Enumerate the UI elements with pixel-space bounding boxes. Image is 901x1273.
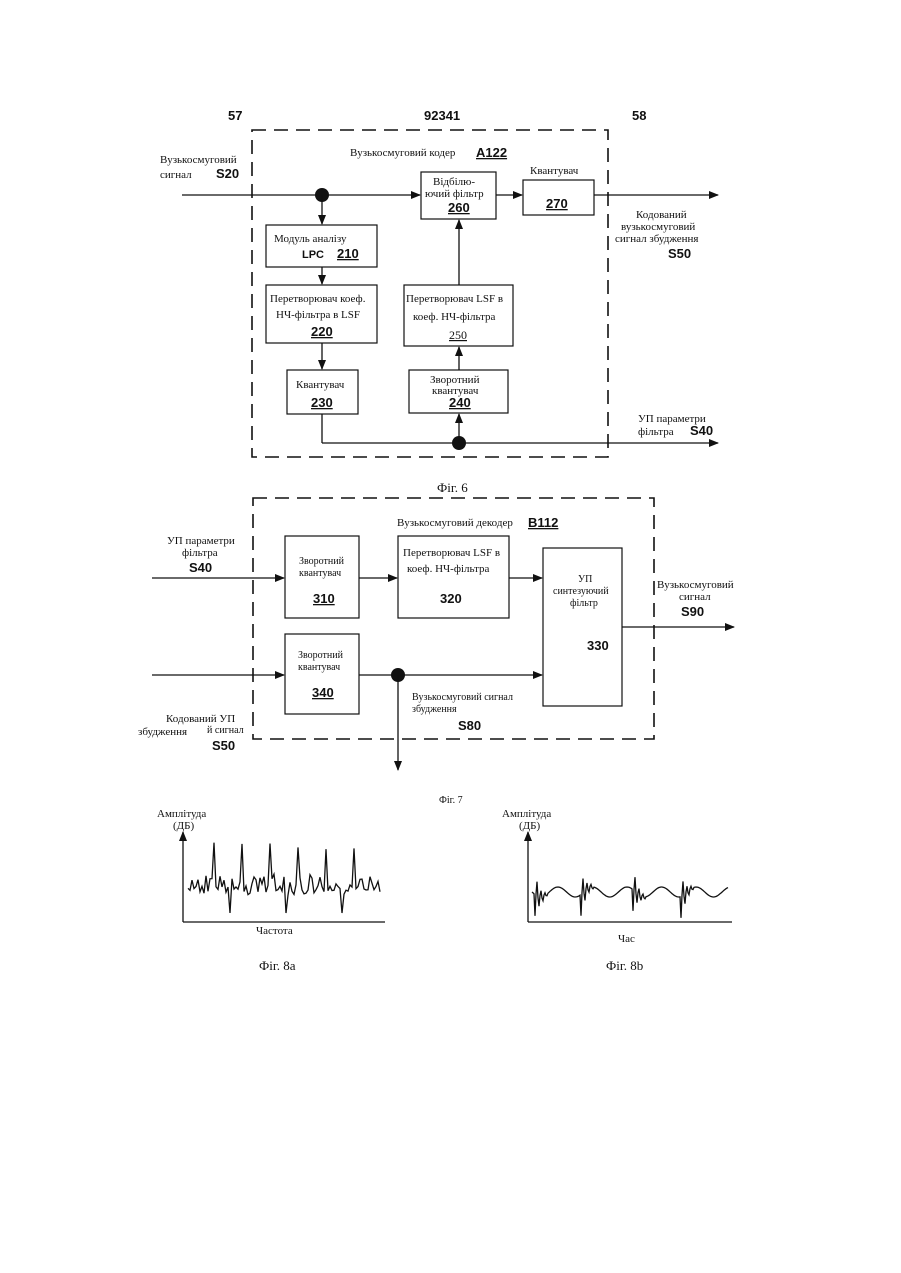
block-340-line2: квантувач	[298, 662, 340, 673]
block-220-line2: НЧ-фільтра в LSF	[276, 309, 360, 321]
decoder-exc-in-2: збудження	[138, 726, 187, 738]
fig8b-time-trace	[532, 877, 728, 918]
block-210-num: 210	[337, 246, 359, 261]
figure-8b-caption: Фіг. 8b	[606, 958, 643, 973]
decoder-title: Вузькосмуговий декодер	[397, 517, 513, 529]
decoder-params-in-2: фільтра	[182, 547, 218, 559]
fig8b-ylabel-1: Амплітуда	[502, 808, 551, 820]
block-320-line2: коеф. НЧ-фільтра	[407, 563, 490, 575]
page-number-right: 58	[632, 108, 646, 123]
excitation-out-label-2: вузькосмуговий	[621, 221, 695, 233]
block-inverse-quantizer-340	[285, 634, 359, 714]
block-220-line1: Перетворювач коеф.	[270, 293, 366, 305]
fig8b-ylabel-2: (ДБ)	[519, 820, 540, 832]
encoder-title: Вузькосмуговий кодер	[350, 147, 456, 159]
block-260-line2: ючий фільтр	[425, 188, 484, 200]
block-320-line1: Перетворювач LSF в	[403, 547, 500, 559]
fig8a-xlabel: Частота	[256, 925, 293, 937]
block-230-label: Квантувач	[296, 379, 345, 391]
block-250-line2: коеф. НЧ-фільтра	[413, 311, 496, 323]
decoder-params-in-code: S40	[189, 560, 212, 575]
fig8a-spectrum-trace	[188, 843, 380, 913]
decoder-params-in-1: УП параметри	[167, 535, 235, 547]
decoder-code: B112	[528, 515, 558, 530]
figure-6-encoder: Вузькосмуговий кодер A122 Вузькосмуговий…	[160, 130, 718, 495]
excitation-out-code: S50	[668, 246, 691, 261]
block-230-num: 230	[311, 395, 333, 410]
params-out-label-2: фільтра	[638, 426, 674, 438]
block-320-num: 320	[440, 591, 462, 606]
decoder-out-code: S90	[681, 604, 704, 619]
tap-label-1: Вузькосмуговий сигнал	[412, 692, 513, 703]
block-270-label: Квантувач	[530, 165, 579, 177]
block-250-line1: Перетворювач LSF в	[406, 293, 503, 305]
block-210-line1: Модуль аналізу	[274, 233, 347, 245]
block-310-line2: квантувач	[299, 568, 341, 579]
block-310-line1: Зворотний	[299, 556, 345, 567]
figure-7-decoder: Вузькосмуговий декодер B112 УП параметри…	[138, 498, 734, 806]
encoder-input-label-1: Вузькосмуговий	[160, 154, 237, 166]
figure-8b-time: Амплітуда (ДБ) Час Фіг. 8b	[502, 808, 732, 973]
fig8a-ylabel-1: Амплітуда	[157, 808, 206, 820]
block-260-line1: Відбілю-	[433, 176, 475, 188]
block-330-num: 330	[587, 638, 609, 653]
figure-8a-caption: Фіг. 8a	[259, 958, 296, 973]
decoder-exc-in-1: Кодований УП	[166, 713, 235, 725]
block-240-num: 240	[449, 395, 471, 410]
block-270-num: 270	[546, 196, 568, 211]
block-synthesis-filter	[543, 548, 622, 706]
encoder-input-label-2: сигнал	[160, 169, 192, 181]
encoder-input-code: S20	[216, 166, 239, 181]
fig8b-xlabel: Час	[618, 933, 635, 945]
decoder-out-label-1: Вузькосмуговий	[657, 579, 734, 591]
block-220-num: 220	[311, 324, 333, 339]
tap-code: S80	[458, 718, 481, 733]
figure-6-caption: Фіг. 6	[437, 480, 468, 495]
encoder-code: A122	[476, 145, 507, 160]
tap-label-2: збудження	[412, 704, 457, 715]
decoder-out-label-2: сигнал	[679, 591, 711, 603]
block-330-line3: фільтр	[570, 598, 598, 609]
block-340-line1: Зворотний	[298, 650, 344, 661]
figure-7-caption: Фіг. 7	[439, 795, 463, 806]
block-310-num: 310	[313, 591, 335, 606]
fig8a-ylabel-2: (ДБ)	[173, 820, 194, 832]
excitation-out-label-3: сигнал збудження	[615, 233, 698, 245]
block-330-line2: синтезуючий	[553, 586, 609, 597]
block-210-line2: LPC	[302, 249, 324, 261]
figure-8a-spectrum: Амплітуда (ДБ) Частота Фіг. 8a	[157, 808, 385, 973]
block-330-line1: УП	[578, 574, 592, 585]
excitation-out-label-1: Кодований	[636, 209, 687, 221]
block-340-num: 340	[312, 685, 334, 700]
decoder-exc-in-code: S50	[212, 738, 235, 753]
params-out-code: S40	[690, 423, 713, 438]
decoder-exc-in-2b: й сигнал	[207, 725, 244, 736]
patent-number: 92341	[424, 108, 460, 123]
page-number-left: 57	[228, 108, 242, 123]
block-250-num: 250	[449, 328, 467, 342]
block-260-num: 260	[448, 200, 470, 215]
